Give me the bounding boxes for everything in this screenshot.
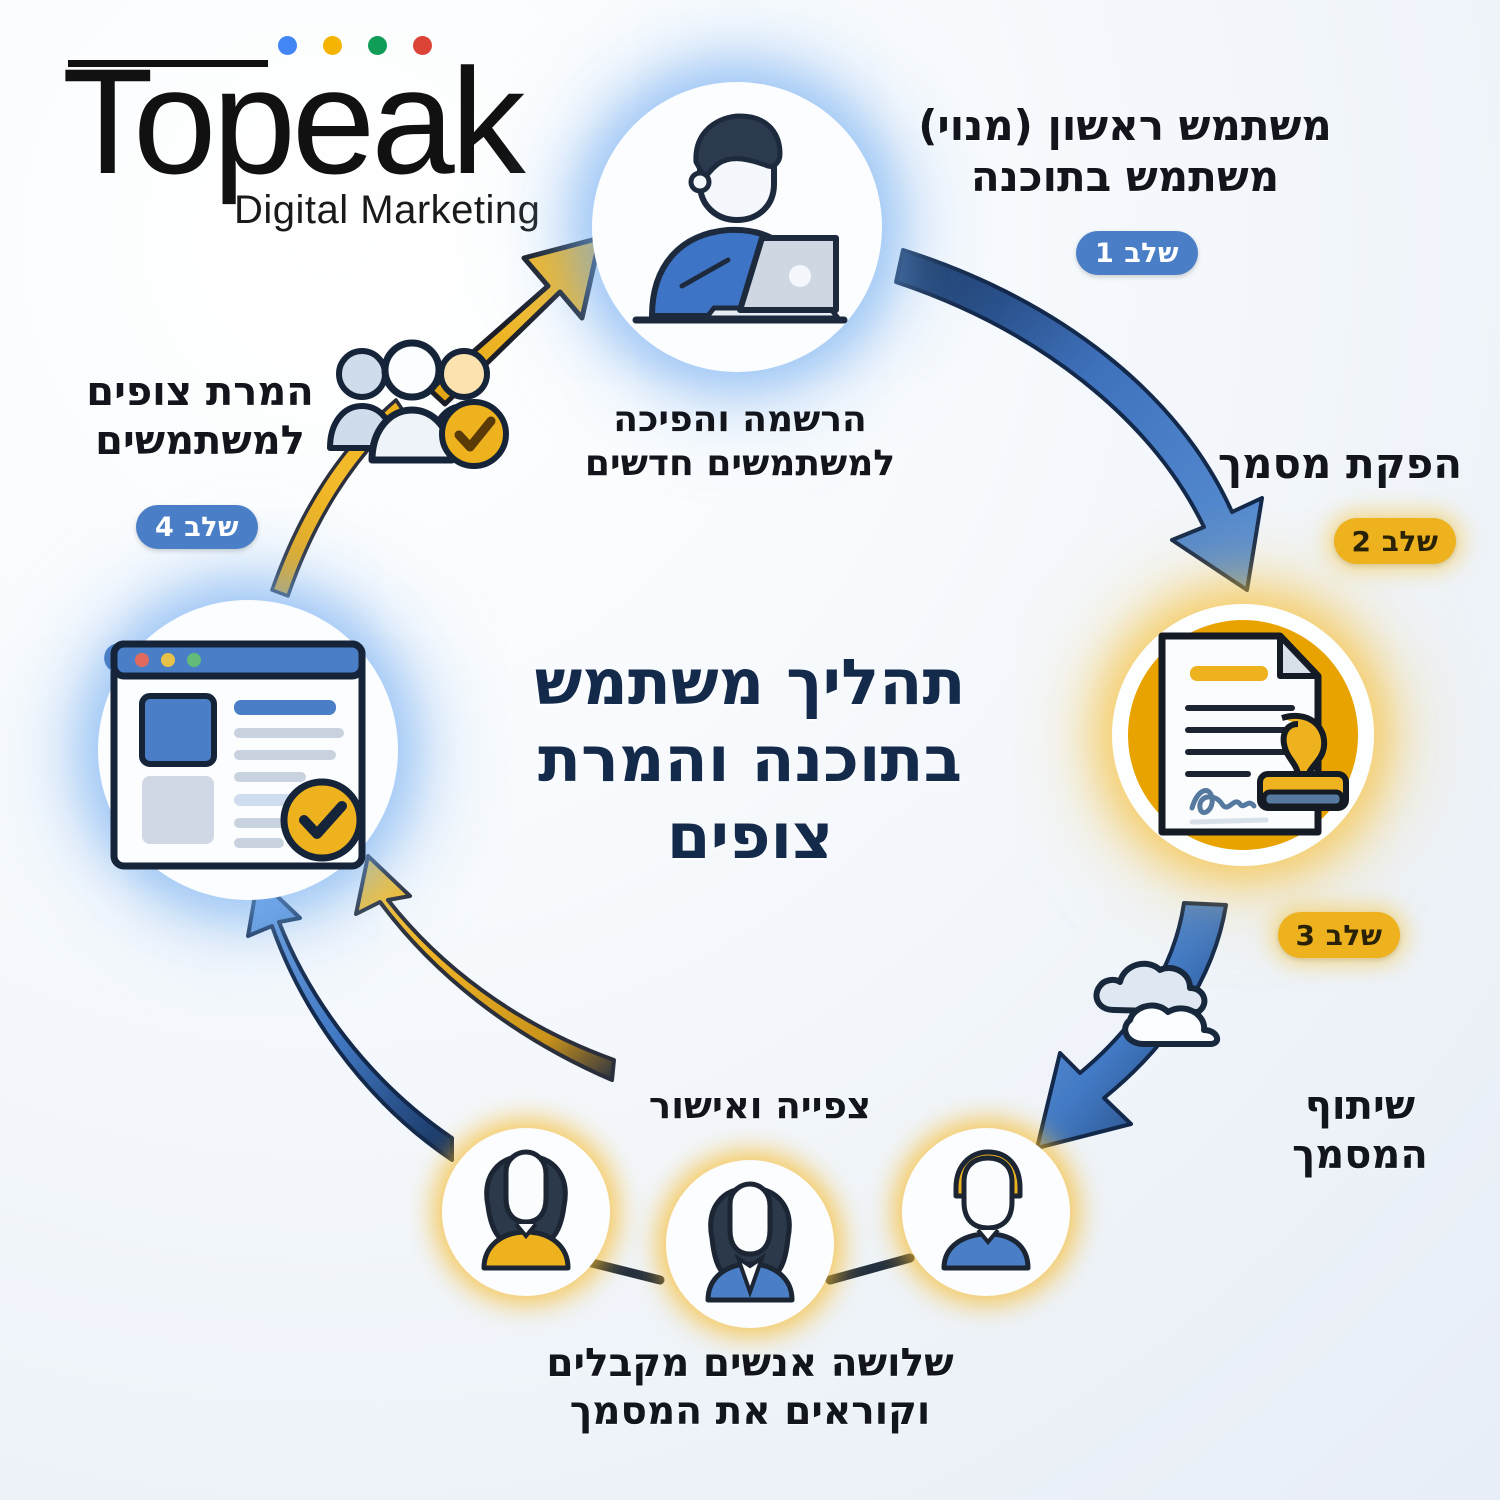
step-1-caption-line2: למשתמשים חדשים [584,442,896,484]
step-1-badge[interactable]: שלב 1 [1076,231,1198,275]
step-4-title-line1: המרת צופים [86,369,314,415]
avatar-woman-blue-icon [705,1181,795,1303]
document-with-stamp-icon [1158,632,1349,836]
avatar-woman-orange-icon [481,1149,571,1271]
arrow-review-to-step4 [354,854,616,1082]
arrow-step1-to-step2 [894,248,1264,592]
arrow-recipients-to-step4 [246,876,454,1162]
recipient-connectors [575,1253,915,1285]
group-of-users-check-icon [327,339,509,469]
center-title: תהליך משתמש בתוכנה והמרת צופים [534,646,966,873]
step-3-title-line2: המסמך [1292,1131,1428,1178]
recipients-caption-line1: שלושה אנשים מקבלים [546,1341,954,1386]
topeak-logo: Topeak Digital Marketing [62,28,542,232]
step-3-title: שיתוף המסמך [1240,1082,1480,1180]
logo-dot-red [413,36,432,55]
step-1-title: משתמש ראשון (מנוי) משתמש בתוכנה [890,100,1360,202]
recipients-caption-line2: וקוראים את המסמך [569,1388,931,1434]
recipients-caption: שלושה אנשים מקבלים וקוראים את המסמך [470,1340,1030,1435]
avatar-man-blue-icon [941,1149,1031,1271]
step-1-caption-line1: הרשמה והפיכה [613,399,867,440]
recipients-label: צפייה ואישור [648,1084,872,1127]
step-3-badge[interactable]: שלב 3 [1278,912,1400,958]
logo-wordmark: Topeak [62,37,526,205]
logo-dot-green [368,36,387,55]
step-1-title-line1: משתמש ראשון (מנוי) [918,101,1332,150]
logo-tagline: Digital Marketing [234,188,541,232]
logo-top-bar [68,60,268,67]
step-2-title: הפקת מסמך [1217,439,1463,488]
logo-dot-yellow [323,36,342,55]
arrow-step4-to-group [270,398,406,598]
step-4-title-line2: למשתמשים [95,417,305,464]
step-3-title-line1: שיתוף [1304,1083,1416,1129]
step-1-title-line2: משתמש בתוכנה [970,152,1280,202]
cloud-share-icon [1093,960,1221,1047]
logo-dot-blue [278,36,297,55]
browser-window-check-icon [104,640,366,870]
step-1-caption: הרשמה והפיכה למשתמשים חדשים [520,398,960,486]
step-2-badge[interactable]: שלב 2 [1334,518,1456,564]
step-4-badge[interactable]: שלב 4 [136,505,258,549]
person-at-laptop-icon [632,113,848,324]
step-4-title: המרת צופים למשתמשים [50,368,350,466]
logo-dots [278,36,432,55]
